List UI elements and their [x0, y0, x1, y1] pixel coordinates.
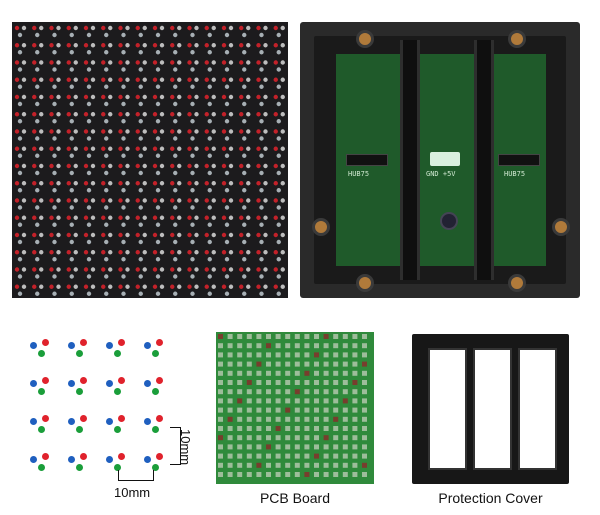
- pitch-dot: [68, 456, 75, 463]
- pitch-dot: [80, 415, 87, 422]
- pcb-board-caption: PCB Board: [259, 490, 331, 506]
- protection-cover-photo: [412, 334, 569, 484]
- pitch-dot: [156, 339, 163, 346]
- pitch-dot: [114, 426, 121, 433]
- screw-mid-right: [552, 218, 570, 236]
- cover-window-2: [473, 348, 512, 470]
- hub75-connector-right: [498, 154, 540, 166]
- pitch-dot: [42, 415, 49, 422]
- screw-bottom-left: [356, 274, 374, 292]
- pitch-dot: [68, 342, 75, 349]
- pitch-dot: [152, 426, 159, 433]
- pitch-dot: [38, 464, 45, 471]
- pitch-dot: [114, 464, 121, 471]
- pitch-dot: [156, 453, 163, 460]
- pitch-dot: [30, 342, 37, 349]
- pitch-dot: [106, 418, 113, 425]
- pitch-dot: [76, 388, 83, 395]
- pitch-dot: [76, 350, 83, 357]
- pitch-dot: [106, 380, 113, 387]
- horizontal-dimension-bracket: [118, 470, 154, 481]
- pitch-dot: [38, 350, 45, 357]
- silk-label-right: HUB75: [504, 170, 526, 178]
- pitch-dot: [144, 456, 151, 463]
- pitch-dot: [80, 453, 87, 460]
- pitch-dot: [42, 453, 49, 460]
- pitch-dot: [30, 418, 37, 425]
- pitch-dot: [114, 388, 121, 395]
- pitch-dot: [30, 380, 37, 387]
- hub75-connector-left: [346, 154, 388, 166]
- led-module-back-case: HUB75 GND +5V HUB75: [300, 22, 580, 298]
- pitch-dot: [118, 453, 125, 460]
- cover-window-3: [518, 348, 557, 470]
- pitch-dot: [106, 342, 113, 349]
- pitch-dot: [76, 464, 83, 471]
- screw-bottom-right: [508, 274, 526, 292]
- power-connector: [430, 152, 460, 166]
- pixel-pitch-diagram: 10mm 10mm: [30, 335, 200, 500]
- vertical-dimension-label: 10mm: [178, 429, 193, 466]
- pitch-dot: [152, 388, 159, 395]
- pitch-dot: [30, 456, 37, 463]
- protection-cover-caption: Protection Cover: [438, 490, 543, 506]
- pitch-dot: [38, 388, 45, 395]
- pitch-dot: [106, 456, 113, 463]
- screw-top-right: [508, 30, 526, 48]
- cover-window-1: [428, 348, 467, 470]
- pitch-dot: [80, 339, 87, 346]
- case-rail-left: [400, 40, 420, 280]
- case-rail-right: [474, 40, 494, 280]
- pitch-dot: [152, 464, 159, 471]
- silk-label-left: HUB75: [348, 170, 370, 178]
- pcb-board-photo: [216, 332, 374, 484]
- pitch-dot: [68, 380, 75, 387]
- silk-label-center: GND +5V: [426, 170, 456, 178]
- screw-mid-left: [312, 218, 330, 236]
- pitch-dot: [118, 339, 125, 346]
- pitch-dot: [156, 415, 163, 422]
- horizontal-dimension-label: 10mm: [114, 485, 151, 500]
- pitch-dot: [156, 377, 163, 384]
- screw-top-left: [356, 30, 374, 48]
- pitch-dot: [118, 377, 125, 384]
- pcb-pattern: [218, 334, 367, 477]
- pitch-dot: [42, 377, 49, 384]
- pitch-dot: [76, 426, 83, 433]
- pitch-dot: [118, 415, 125, 422]
- pitch-dot: [144, 380, 151, 387]
- pitch-dot: [42, 339, 49, 346]
- vertical-dimension-bracket: [170, 427, 181, 465]
- led-matrix: [14, 25, 285, 296]
- pitch-dot: [114, 350, 121, 357]
- led-panel-front: [12, 22, 288, 298]
- pitch-dot: [144, 342, 151, 349]
- pitch-dot: [38, 426, 45, 433]
- pitch-dot: [144, 418, 151, 425]
- pitch-dot: [68, 418, 75, 425]
- pitch-dot: [80, 377, 87, 384]
- pitch-dot: [152, 350, 159, 357]
- back-case-inner: HUB75 GND +5V HUB75: [314, 36, 566, 284]
- capacitor: [440, 212, 458, 230]
